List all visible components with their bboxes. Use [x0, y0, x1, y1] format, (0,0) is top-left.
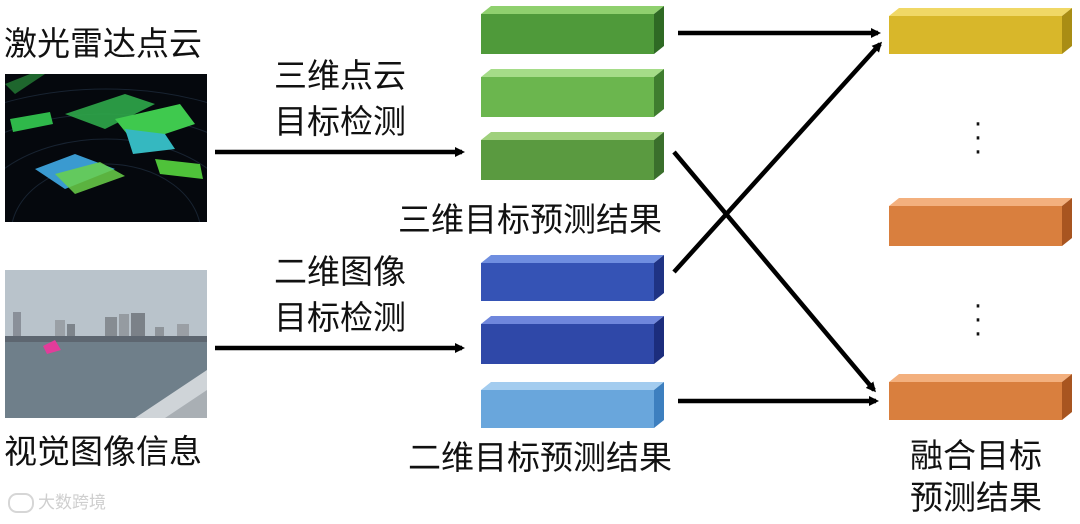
- camera-image: [5, 270, 207, 418]
- lidar-label: 激光雷达点云: [4, 24, 202, 63]
- fused-result-label-line1: 融合目标: [910, 436, 1042, 475]
- orange-fused-box-1: [889, 198, 1072, 246]
- blue-box-1: [481, 255, 664, 301]
- ellipsis-lower: ···: [973, 292, 983, 350]
- blue-box-3: [481, 382, 664, 428]
- image-label: 视觉图像信息: [4, 432, 202, 471]
- green-box-1: [481, 6, 664, 54]
- ellipsis-upper: ···: [973, 110, 983, 168]
- arrow-green-to-orange: [672, 150, 876, 393]
- lidar-point-cloud-image: [5, 74, 207, 222]
- arrow-blue-to-yellow: [672, 41, 883, 274]
- watermark-logo-icon: [8, 493, 34, 513]
- image-result-label: 二维目标预测结果: [408, 438, 672, 477]
- image-detection-label-line1: 二维图像: [274, 252, 406, 291]
- watermark-text: 大数跨境: [38, 493, 106, 513]
- lidar-detection-label-line2: 目标检测: [274, 102, 406, 141]
- lidar-detection-label-line1: 三维点云: [274, 56, 406, 95]
- image-detection-label-line2: 目标检测: [274, 298, 406, 337]
- orange-fused-box-2: [889, 374, 1072, 420]
- blue-box-2: [481, 316, 664, 364]
- green-box-3: [481, 132, 664, 180]
- yellow-fused-box: [889, 8, 1072, 54]
- watermark: 大数跨境: [8, 488, 106, 513]
- fused-result-label-line2: 预测结果: [910, 478, 1042, 517]
- lidar-result-label: 三维目标预测结果: [398, 200, 662, 239]
- green-box-2: [481, 69, 664, 117]
